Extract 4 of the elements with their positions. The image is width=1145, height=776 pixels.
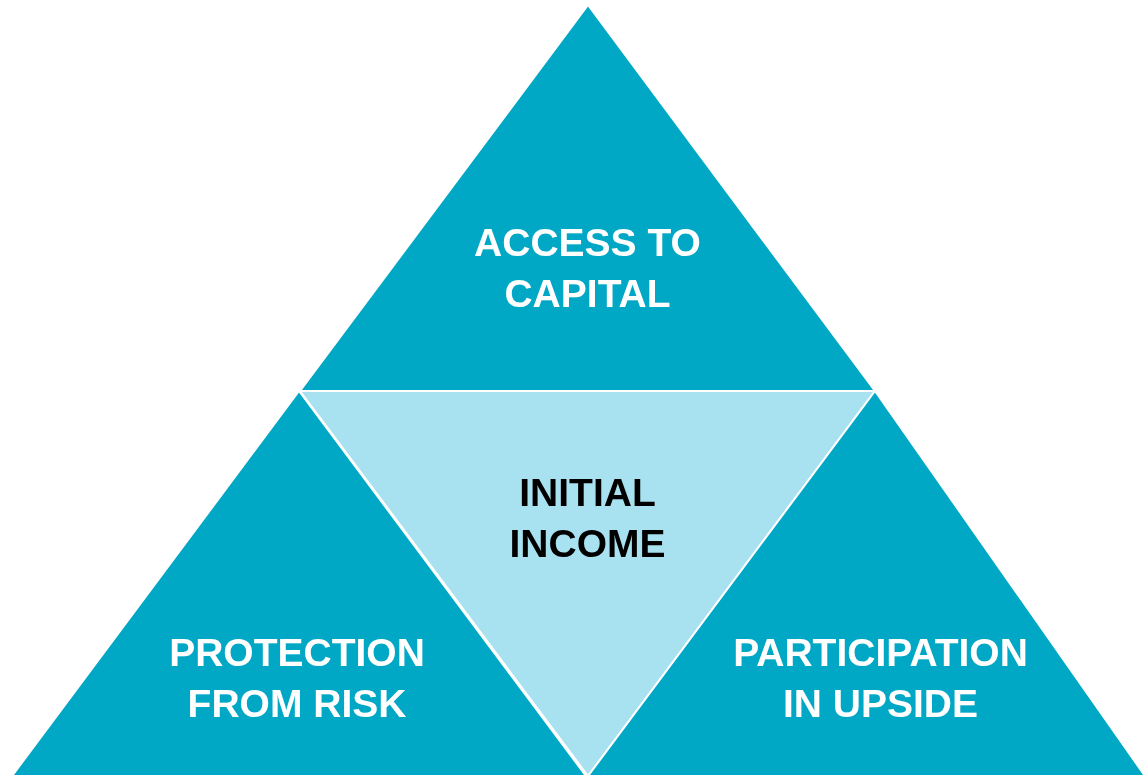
- triangle-label: INITIAL INCOME: [508, 470, 667, 567]
- triangle-label: PROTECTION FROM RISK: [168, 630, 426, 727]
- triangle-label: ACCESS TO CAPITAL: [473, 220, 702, 317]
- triangle-label: PARTICIPATION IN UPSIDE: [732, 630, 1029, 727]
